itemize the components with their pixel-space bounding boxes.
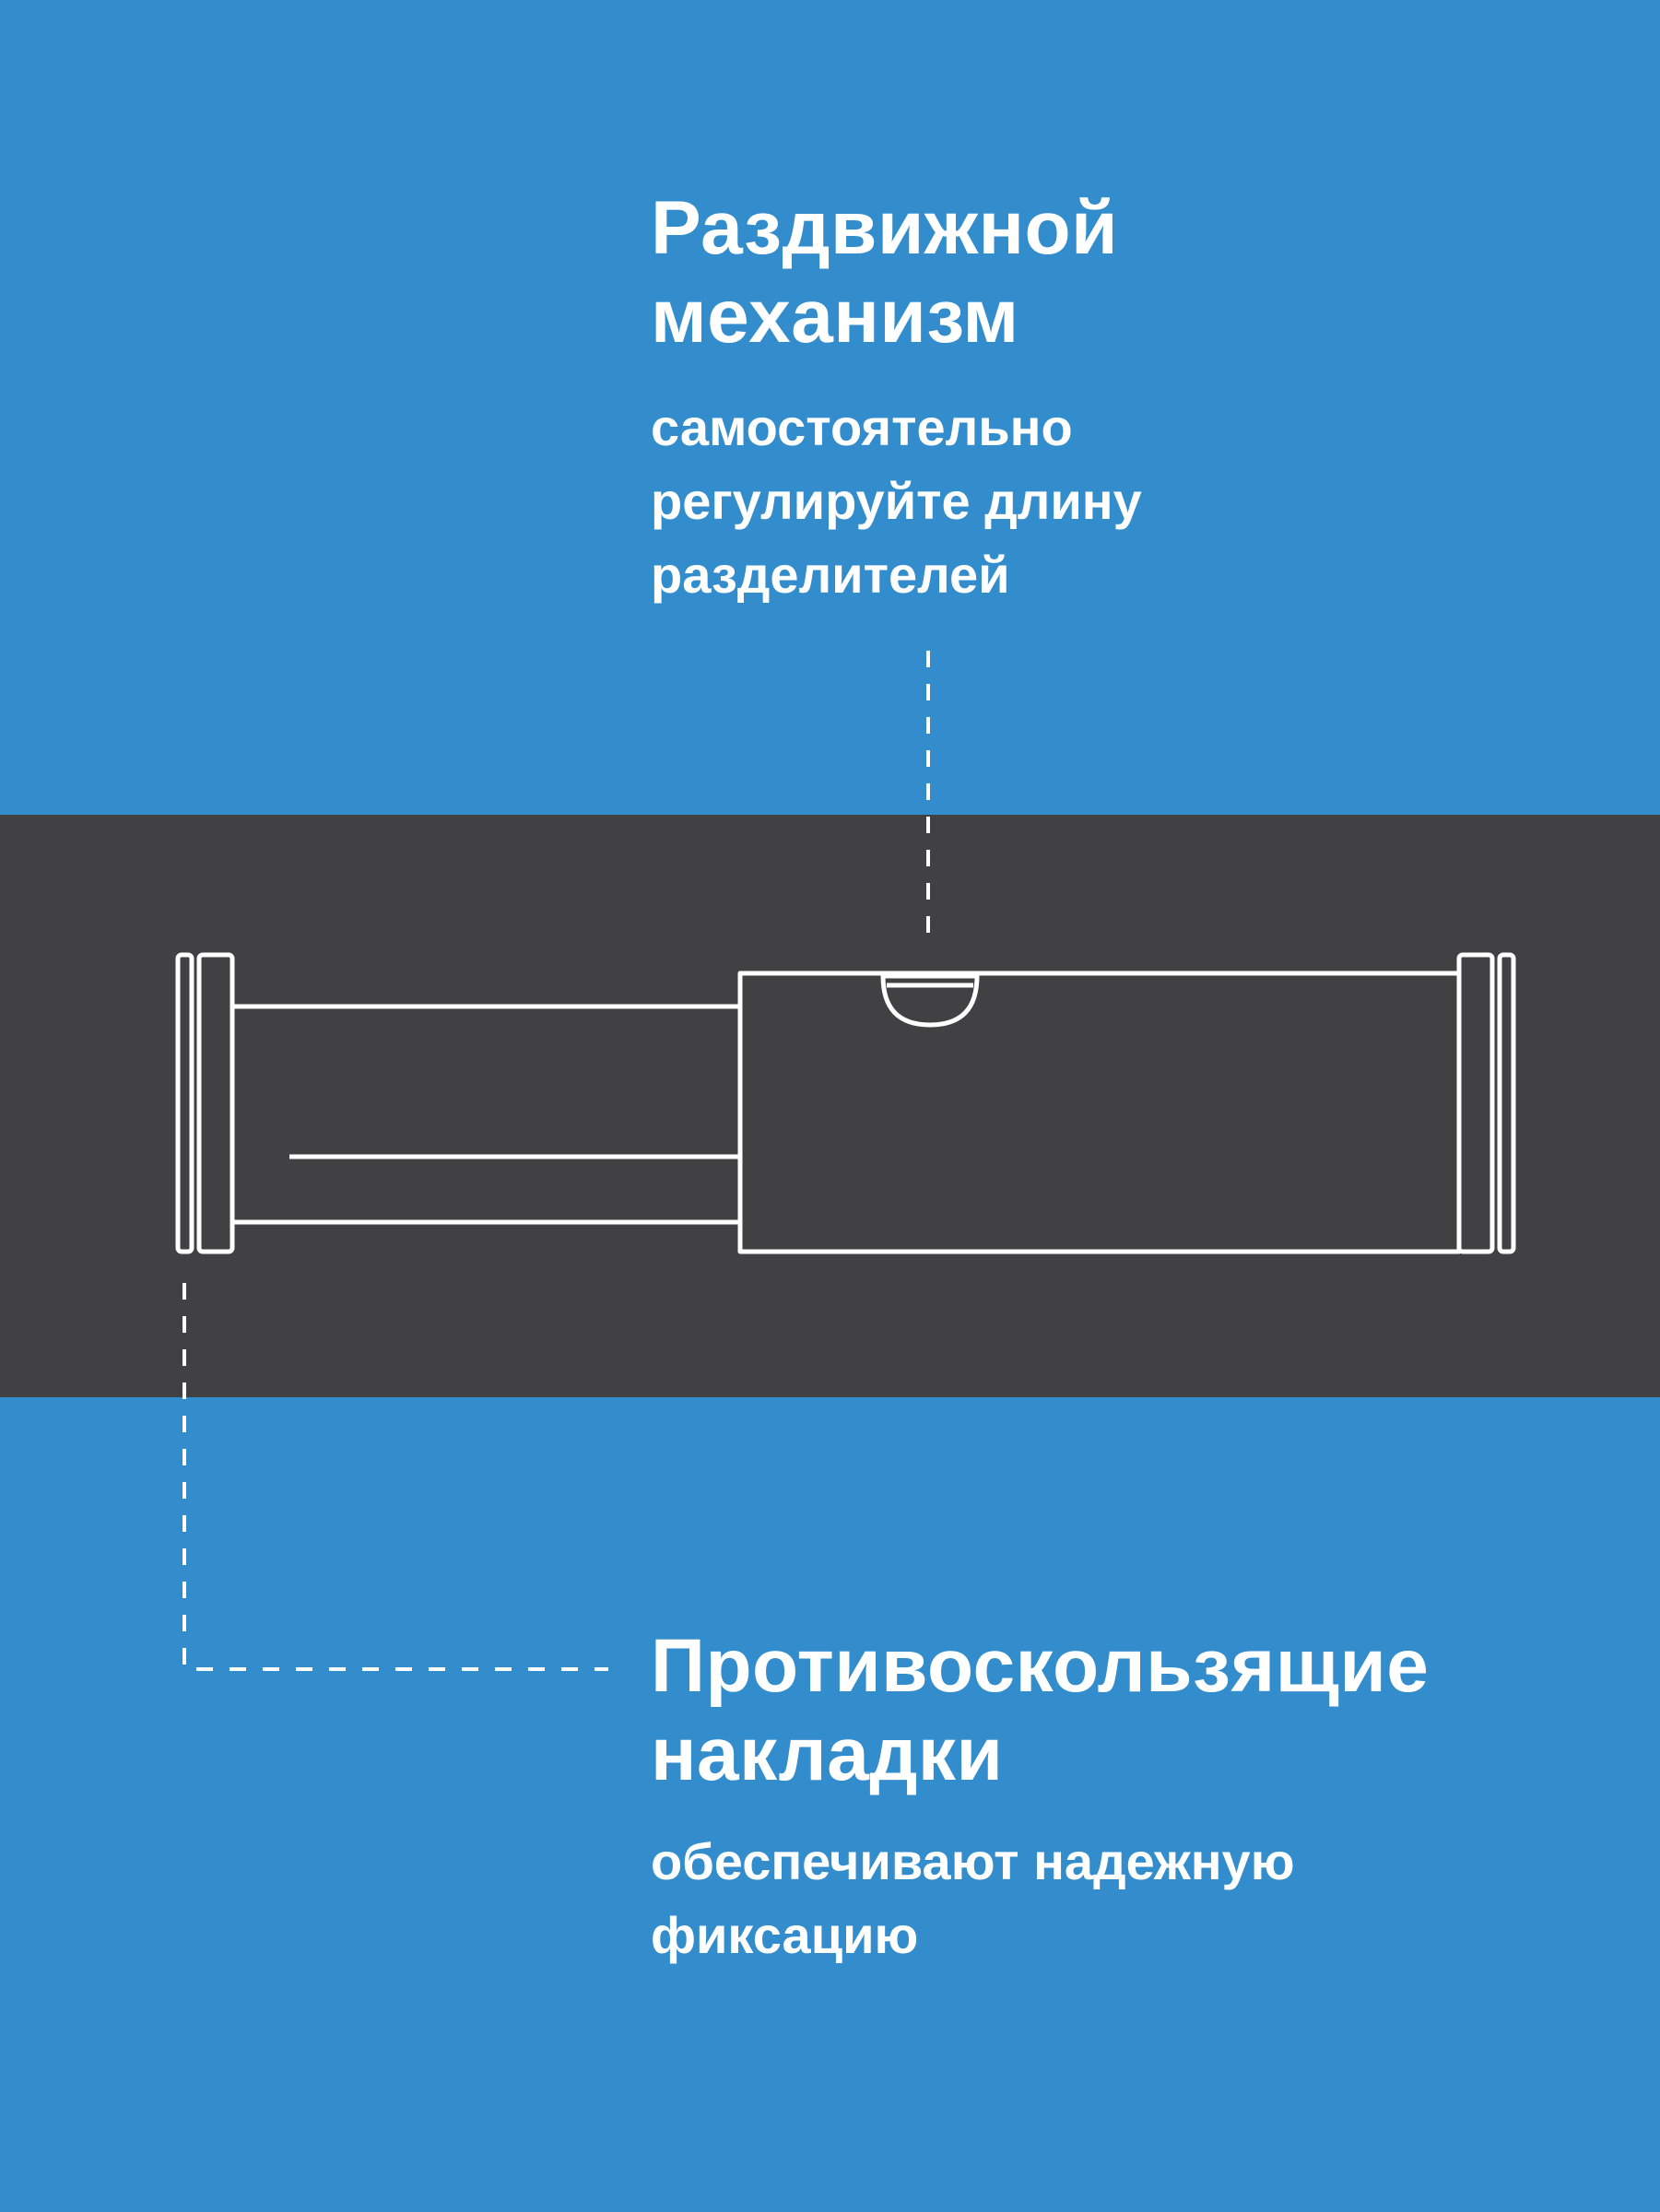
callout-title: Противоскользящие накладки [651, 1622, 1628, 1799]
description-line: обеспечивают надежную [651, 1832, 1295, 1890]
right-pad-outer [1497, 952, 1516, 1254]
callout-sliding-mechanism: Раздвижной механизм самостоятельно регул… [651, 184, 1572, 612]
right-cap [1456, 952, 1495, 1254]
release-button [880, 973, 980, 1028]
left-cap [196, 952, 235, 1254]
callout-description: самостоятельно регулируйте длину раздели… [651, 391, 1572, 612]
description-line: фиксацию [651, 1906, 919, 1964]
title-line: Раздвижной [651, 186, 1119, 270]
inner-tube [230, 1004, 743, 1225]
left-pad-outer [175, 952, 194, 1254]
outer-housing [737, 971, 1462, 1254]
callout-anti-slip-pads: Противоскользящие накладки обеспечивают … [651, 1622, 1628, 1972]
callout-description: обеспечивают надежную фиксацию [651, 1825, 1628, 1972]
diagram-background-band [0, 815, 1660, 1397]
description-line: разделителей [651, 546, 1010, 604]
title-line: механизм [651, 275, 1019, 359]
description-line: самостоятельно [651, 398, 1073, 456]
title-line: накладки [651, 1712, 1004, 1796]
leader-line-pads [182, 1283, 608, 1671]
title-line: Противоскользящие [651, 1624, 1430, 1708]
description-line: регулируйте длину [651, 472, 1142, 530]
callout-title: Раздвижной механизм [651, 184, 1572, 361]
